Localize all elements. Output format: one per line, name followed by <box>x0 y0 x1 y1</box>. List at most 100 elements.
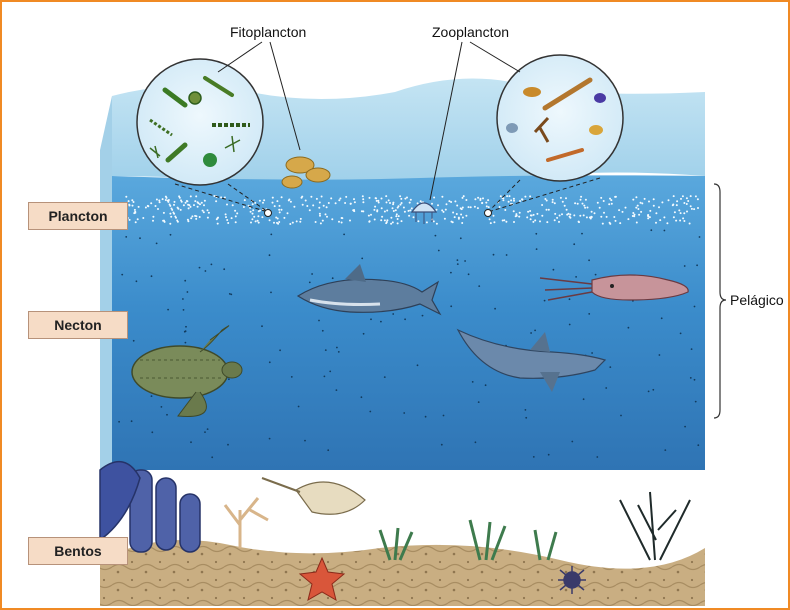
water-particle <box>309 282 311 284</box>
plankton-particle <box>460 214 462 216</box>
water-particle <box>269 254 271 256</box>
plankton-particle <box>546 209 548 211</box>
plankton-particle <box>539 220 541 222</box>
plankton-particle <box>456 205 458 207</box>
plankton-particle <box>458 218 460 220</box>
water-particle <box>697 444 699 446</box>
plankton-particle <box>397 222 399 224</box>
plankton-particle <box>649 210 651 212</box>
zooplankton-inset <box>497 55 623 181</box>
plankton-particle <box>445 209 447 211</box>
plankton-particle <box>281 196 283 198</box>
plankton-particle <box>370 214 372 216</box>
plankton-particle <box>481 202 483 204</box>
plankton-particle <box>137 218 139 220</box>
plankton-particle <box>279 205 281 207</box>
plankton-particle <box>369 197 371 199</box>
plankton-particle <box>691 208 693 210</box>
plankton-particle <box>500 195 502 197</box>
plankton-particle <box>250 211 252 213</box>
plankton-particle <box>309 209 311 211</box>
plankton-particle <box>644 198 646 200</box>
plankton-particle <box>666 222 668 224</box>
water-particle <box>151 431 153 433</box>
plankton-particle <box>398 215 400 217</box>
plankton-particle <box>687 200 689 202</box>
fitoplancton-label: Fitoplancton <box>230 24 306 40</box>
plankton-particle <box>243 206 245 208</box>
plankton-particle <box>577 203 579 205</box>
water-particle <box>325 349 327 351</box>
water-particle <box>291 376 293 378</box>
plankton-particle <box>134 209 136 211</box>
plankton-particle <box>600 216 602 218</box>
plankton-particle <box>399 195 401 197</box>
water-particle <box>583 398 585 400</box>
plankton-particle <box>676 200 678 202</box>
plankton-particle <box>559 215 561 217</box>
water-particle <box>659 354 661 356</box>
sea-fan-icon <box>620 492 690 560</box>
water-particle <box>361 396 363 398</box>
plankton-particle <box>532 221 534 223</box>
plankton-particle <box>236 212 238 214</box>
plankton-particle <box>186 200 188 202</box>
plankton-particle <box>288 199 290 201</box>
plankton-particle <box>653 198 655 200</box>
plankton-particle <box>600 197 602 199</box>
water-particle <box>435 235 437 237</box>
plankton-particle <box>655 212 657 214</box>
plankton-particle <box>663 216 665 218</box>
coral-icon <box>225 498 268 548</box>
plankton-particle <box>637 208 639 210</box>
water-particle <box>664 449 666 451</box>
plankton-particle <box>390 223 392 225</box>
plankton-particle <box>272 197 274 199</box>
plankton-particle <box>341 222 343 224</box>
water-particle <box>438 250 440 252</box>
plankton-particle <box>461 222 463 224</box>
plankton-particle <box>183 204 185 206</box>
plankton-particle <box>215 200 217 202</box>
necton-label: Necton <box>28 311 128 339</box>
plankton-particle <box>485 202 487 204</box>
water-particle <box>139 237 141 239</box>
plankton-particle <box>448 200 450 202</box>
water-particle <box>450 272 452 274</box>
plankton-particle <box>381 198 383 200</box>
plankton-particle <box>319 213 321 215</box>
water-particle <box>261 325 263 327</box>
plankton-particle <box>510 199 512 201</box>
plankton-particle <box>649 216 651 218</box>
plankton-particle <box>647 217 649 219</box>
water-particle <box>318 320 320 322</box>
plankton-particle <box>468 206 470 208</box>
plankton-particle <box>133 212 135 214</box>
plankton-particle <box>487 199 489 201</box>
plankton-particle <box>609 222 611 224</box>
plankton-particle <box>190 217 192 219</box>
water-particle <box>661 317 663 319</box>
plankton-particle <box>195 195 197 197</box>
plankton-particle <box>255 220 257 222</box>
plankton-particle <box>202 210 204 212</box>
plankton-particle <box>410 199 412 201</box>
plankton-particle <box>169 205 171 207</box>
plankton-particle <box>169 223 171 225</box>
plankton-particle <box>686 203 688 205</box>
plankton-particle <box>499 206 501 208</box>
plankton-particle <box>682 195 684 197</box>
plankton-particle <box>632 212 634 214</box>
plankton-particle <box>361 210 363 212</box>
plankton-particle <box>530 218 532 220</box>
plankton-particle <box>345 196 347 198</box>
plankton-particle <box>386 201 388 203</box>
plankton-particle <box>655 222 657 224</box>
plankton-particle <box>375 197 377 199</box>
water-particle <box>228 378 230 380</box>
plankton-particle <box>354 201 356 203</box>
water-particle <box>199 267 201 269</box>
water-particle <box>327 449 329 451</box>
plankton-particle <box>203 211 205 213</box>
